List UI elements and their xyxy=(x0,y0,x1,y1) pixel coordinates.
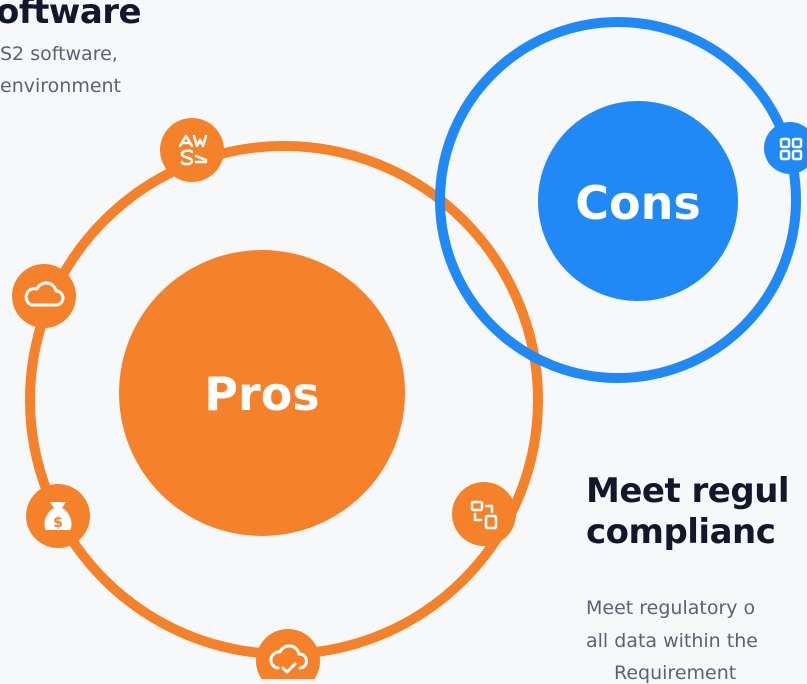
cloud-icon xyxy=(24,281,65,307)
top-left-heading: oftware xyxy=(0,0,142,32)
money-bag-icon: $ xyxy=(44,502,72,531)
pros-node-money[interactable]: $ xyxy=(26,484,90,548)
pros-label: Pros xyxy=(204,367,319,421)
pros-node-cloud-check[interactable] xyxy=(256,629,320,679)
top-left-line-1: S2 software, xyxy=(0,43,118,65)
pros-node-cloud[interactable] xyxy=(12,264,76,328)
cons-circle xyxy=(538,101,738,301)
aws-icon xyxy=(178,134,208,166)
pros-node-aws[interactable] xyxy=(160,118,224,182)
cloud-check-icon xyxy=(269,644,308,674)
bottom-right-heading-line-2: complianc xyxy=(586,512,776,552)
pros-circle xyxy=(119,250,405,536)
svg-text:$: $ xyxy=(53,515,63,531)
bottom-right-line-2: all data within the xyxy=(586,630,758,652)
cons-orbit-ring xyxy=(435,17,801,383)
cons-node-grid[interactable] xyxy=(764,122,807,174)
bottom-right-line-3: Requirement xyxy=(614,662,737,684)
bottom-right-heading-line-1: Meet regul xyxy=(586,471,790,511)
bottom-right-line-1: Meet regulatory o xyxy=(586,597,756,619)
server-migrate-icon xyxy=(470,500,498,530)
pros-node-migrate[interactable] xyxy=(452,482,516,546)
grid-app-icon xyxy=(779,137,803,161)
top-left-line-2: environment xyxy=(0,75,122,97)
cons-label: Cons xyxy=(575,176,701,230)
